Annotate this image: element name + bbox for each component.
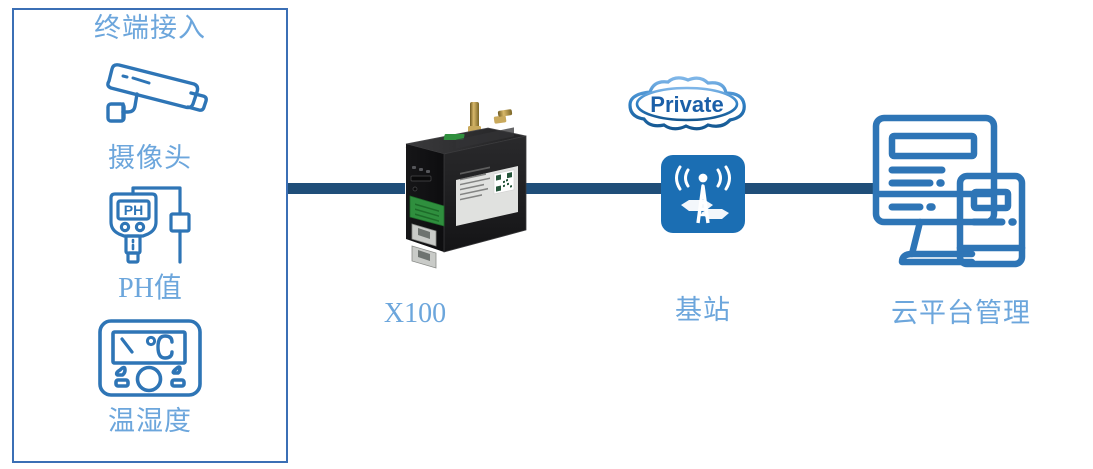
cloud-badge-text: Private (650, 92, 723, 117)
ph-label: PH值 (118, 273, 182, 304)
thermo-hygrometer-icon (92, 316, 210, 400)
link-router-to-base-station (512, 183, 669, 194)
ph-meter-icon: PH (100, 184, 212, 266)
link-panel-to-router (288, 183, 405, 194)
svg-text:PH: PH (124, 202, 143, 218)
router-label: X100 (383, 298, 447, 329)
base-station-label: 基站 (675, 295, 731, 325)
base-station-icon (661, 155, 745, 233)
cloud-platform-icon (872, 112, 1030, 272)
panel-title: 终端接入 (94, 13, 206, 43)
temperature-humidity-label: 温湿度 (108, 406, 192, 436)
cctv-camera-icon (93, 49, 213, 131)
link-base-station-to-cloud-platform (744, 183, 874, 194)
industrial-router-device (398, 100, 534, 270)
camera-label: 摄像头 (108, 143, 192, 173)
cloud-platform-label: 云平台管理 (891, 298, 1031, 328)
private-cloud-badge: Private (606, 76, 768, 136)
